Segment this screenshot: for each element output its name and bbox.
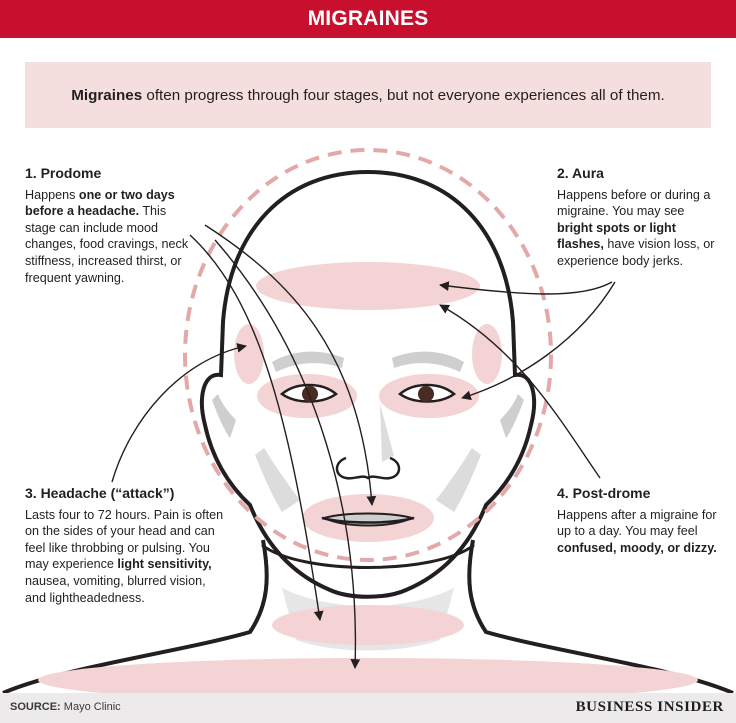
footer: SOURCE: Mayo Clinic BUSINESS INSIDER — [0, 693, 736, 723]
stage-text: Happens after a migraine for up to a day… — [557, 507, 717, 557]
text-segment-bold: bright spots or light flashes, — [557, 220, 676, 252]
stage-heading: 2. Aura — [557, 165, 604, 181]
text-segment: nausea, vomiting, blurred vision, and li… — [25, 573, 206, 605]
source-text: Mayo Clinic — [60, 701, 121, 713]
arrow-prodome-chest — [214, 239, 361, 669]
stage-text: Lasts four to 72 hours. Pain is often on… — [25, 507, 230, 607]
forehead-highlight — [256, 262, 480, 310]
stage-text: Happens one or two days before a headach… — [25, 187, 195, 287]
stage-text: Happens before or during a migraine. You… — [557, 187, 717, 270]
stage-heading: 3. Headache (“attack”) — [25, 485, 175, 501]
stage-heading: 4. Post-drome — [557, 485, 651, 501]
text-segment: have vision loss, or experience body jer… — [557, 237, 715, 268]
arrow-postdrome-head — [439, 304, 601, 479]
text-segment: This stage can include mood changes, foo… — [25, 204, 189, 285]
ear-shade-right — [500, 394, 524, 438]
cheek-shade-left — [255, 448, 300, 512]
intro-bold: Migraines — [71, 86, 143, 104]
eyebrow-left — [272, 351, 344, 372]
arrow-prodome-mouth — [204, 224, 377, 506]
neck-highlight — [272, 605, 464, 645]
intro-rest: often progress through four stages, but … — [142, 86, 665, 104]
head-illustration — [0, 148, 736, 693]
nose-shade — [380, 404, 394, 462]
temple-highlight-left — [234, 324, 264, 384]
mouth-line — [321, 516, 415, 524]
arrow-prodome-neck — [189, 234, 324, 621]
intro-box: Migraines often progress through four st… — [25, 62, 711, 128]
cheek-shade-right — [436, 448, 481, 512]
ear-shade-left — [212, 394, 236, 438]
arrow-headache-temple — [111, 343, 247, 483]
arrow-aura-eye — [461, 281, 616, 401]
nose — [335, 456, 401, 480]
brand-logo: BUSINESS INSIDER — [575, 699, 724, 715]
text-segment: Happens before or during a migraine. You… — [557, 187, 711, 219]
text-segment: Happens — [25, 187, 79, 202]
stage-headache: 3. Headache (“attack”) Lasts four to 72 … — [25, 485, 230, 606]
arrow-aura-forehead — [439, 281, 613, 295]
text-segment-bold: one or two days before a headache. — [25, 187, 175, 219]
stage-post-drome: 4. Post-drome Happens after a migraine f… — [557, 485, 717, 556]
pupil-left — [302, 386, 318, 402]
chin-line — [261, 543, 475, 569]
pupil-right — [418, 386, 434, 402]
stage-aura: 2. Aura Happens before or during a migra… — [557, 165, 717, 270]
stage-heading: 1. Prodome — [25, 165, 102, 181]
eyebrow-right — [392, 351, 464, 372]
text-segment-bold: light sensitivity, — [117, 557, 212, 572]
chest-highlight — [38, 658, 698, 693]
stage-prodome: 1. Prodome Happens one or two days befor… — [25, 165, 195, 286]
source-label: SOURCE: — [10, 701, 61, 713]
text-segment-bold: confused, moody, or dizzy. — [557, 540, 717, 555]
text-segment: Lasts four to 72 hours. Pain is often on… — [25, 507, 224, 572]
intro-text: Migraines often progress through four st… — [71, 87, 665, 104]
temple-highlight-right — [472, 324, 502, 384]
aura-dashed-outline — [183, 148, 553, 562]
source-credit: SOURCE: Mayo Clinic — [10, 701, 121, 713]
page-title: MIGRAINES — [307, 7, 429, 30]
text-segment: Happens after a migraine for up to a day… — [557, 507, 717, 539]
title-bar: MIGRAINES — [0, 0, 736, 38]
